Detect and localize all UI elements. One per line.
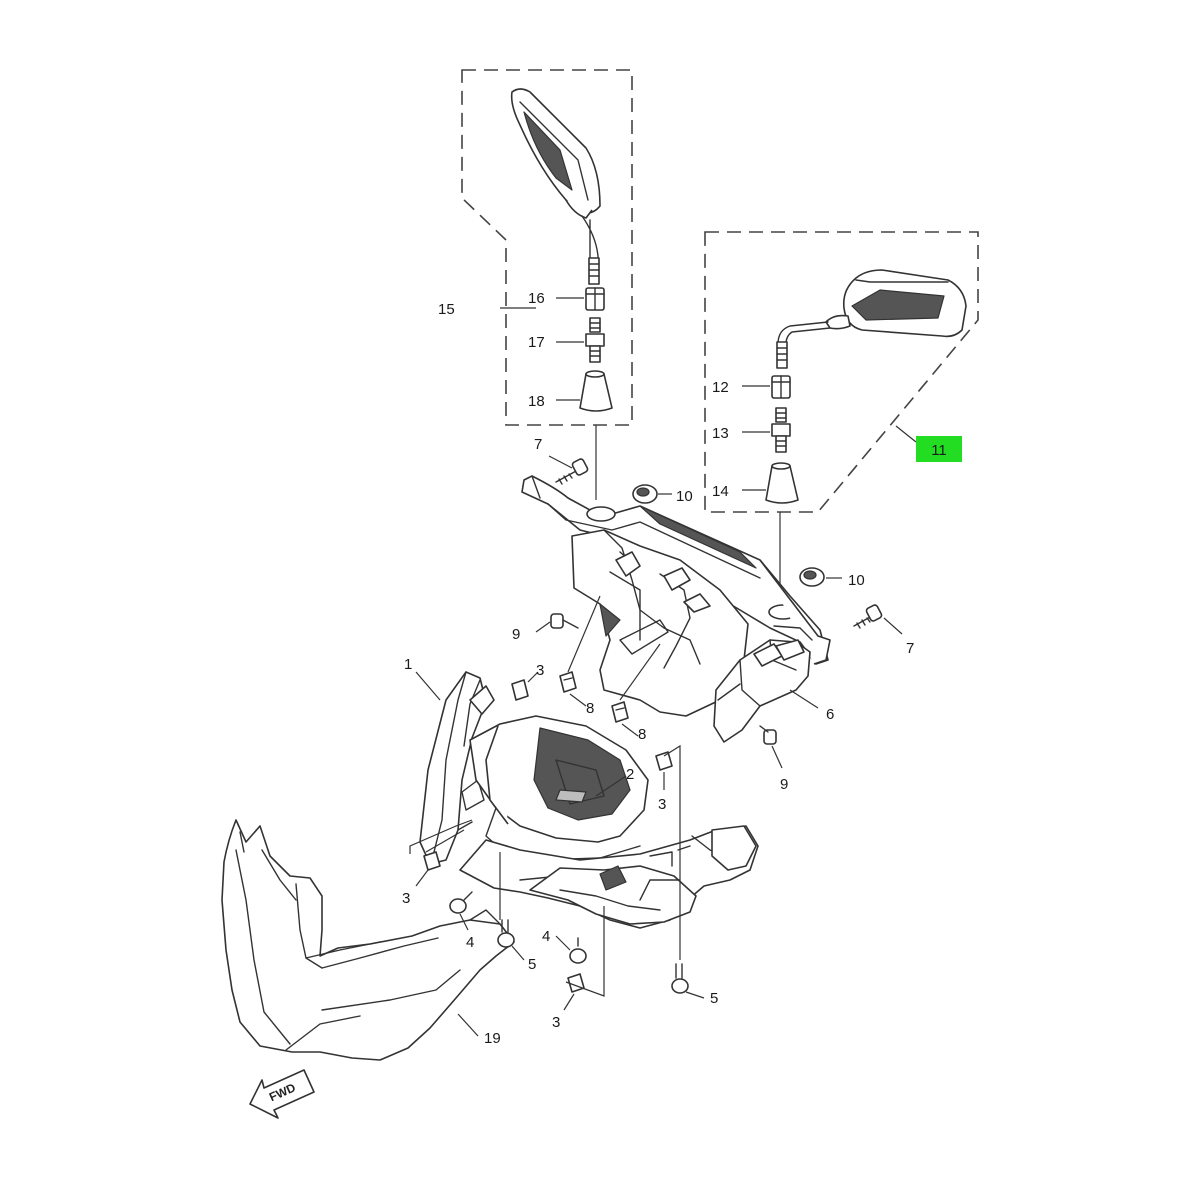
callout-7b: 7 — [906, 640, 914, 657]
inner-panel-center — [571, 529, 749, 717]
callout-14: 14 — [712, 483, 729, 500]
right-mirror-boot — [765, 465, 799, 504]
guide-line-mid — [619, 643, 661, 701]
stay-bracket — [521, 475, 831, 665]
callout-12: 12 — [712, 379, 729, 396]
right-side-panel — [713, 639, 811, 743]
left-mirror-assembly — [461, 69, 633, 500]
clip-nut-3-left — [423, 851, 441, 871]
callout-9b: 9 — [780, 776, 788, 793]
callout-15: 15 — [438, 301, 455, 318]
callout-16: 16 — [528, 290, 545, 307]
callout-5b: 5 — [710, 990, 718, 1007]
callout-3d: 3 — [552, 1014, 560, 1031]
side-cowl-part-1 — [419, 671, 495, 865]
callout-3b: 3 — [658, 796, 666, 813]
front-cowl-part-19 — [221, 819, 515, 1061]
highlight-box-11 — [916, 436, 962, 462]
front-mask-window — [533, 727, 631, 821]
callout-7a: 7 — [534, 436, 542, 453]
callout-10a: 10 — [676, 488, 693, 505]
fwd-arrow: FWD — [249, 1069, 315, 1119]
callout-13: 13 — [712, 425, 729, 442]
front-mask-part-2 — [469, 715, 649, 861]
callout-3a: 3 — [536, 662, 544, 679]
bolt-4-right — [569, 937, 587, 964]
right-mirror-adapter — [775, 407, 787, 423]
screw-9-lower — [759, 725, 777, 745]
screw-7-right — [853, 604, 883, 629]
callout-3c: 3 — [402, 890, 410, 907]
lower-inner-shell — [459, 825, 759, 929]
right-mirror-group-boundary — [704, 231, 979, 513]
callout-19: 19 — [484, 1030, 501, 1047]
callout-6: 6 — [826, 706, 834, 723]
guide-line-center — [567, 595, 601, 673]
side-cowl — [419, 671, 487, 865]
guide-line-lower-left — [425, 829, 465, 853]
left-mirror-group-boundary — [461, 69, 633, 426]
clip-nut-8-left — [559, 671, 577, 693]
guide-line-right — [663, 744, 681, 960]
callout-18: 18 — [528, 393, 545, 410]
guide-line-left — [409, 819, 473, 854]
callout-1: 1 — [404, 656, 412, 673]
clip-nut-8-right — [611, 701, 629, 723]
callout-10b: 10 — [848, 572, 865, 589]
right-mirror-assembly — [704, 231, 979, 610]
grommet-10-upper — [632, 484, 658, 504]
grommet-10-lower — [799, 567, 825, 587]
bolt-5-left — [497, 919, 515, 948]
screw-9-upper — [550, 613, 579, 629]
callout-2: 2 — [626, 766, 634, 783]
right-mirror-glass — [851, 289, 945, 321]
callout-5a: 5 — [528, 956, 536, 973]
clip-nut-3-top — [511, 679, 529, 701]
callout-11: 11 — [931, 442, 947, 459]
fwd-arrow-shape — [249, 1069, 315, 1119]
callout-4a: 4 — [466, 934, 474, 951]
callout-8a: 8 — [586, 700, 594, 717]
callout-4b: 4 — [542, 928, 550, 945]
left-mirror-boot — [579, 373, 613, 412]
screw-7-left — [555, 458, 589, 485]
callout-17: 17 — [528, 334, 545, 351]
callout-8b: 8 — [638, 726, 646, 743]
left-mirror-glass — [523, 111, 573, 191]
callout-9a: 9 — [512, 626, 520, 643]
guide-line-bottom — [565, 906, 605, 997]
left-mirror-stem — [581, 215, 599, 285]
left-mirror-adapter — [589, 317, 601, 333]
bolt-4-left — [449, 891, 473, 914]
bolt-5-right — [671, 963, 689, 994]
clip-nut-3-right — [655, 751, 673, 771]
